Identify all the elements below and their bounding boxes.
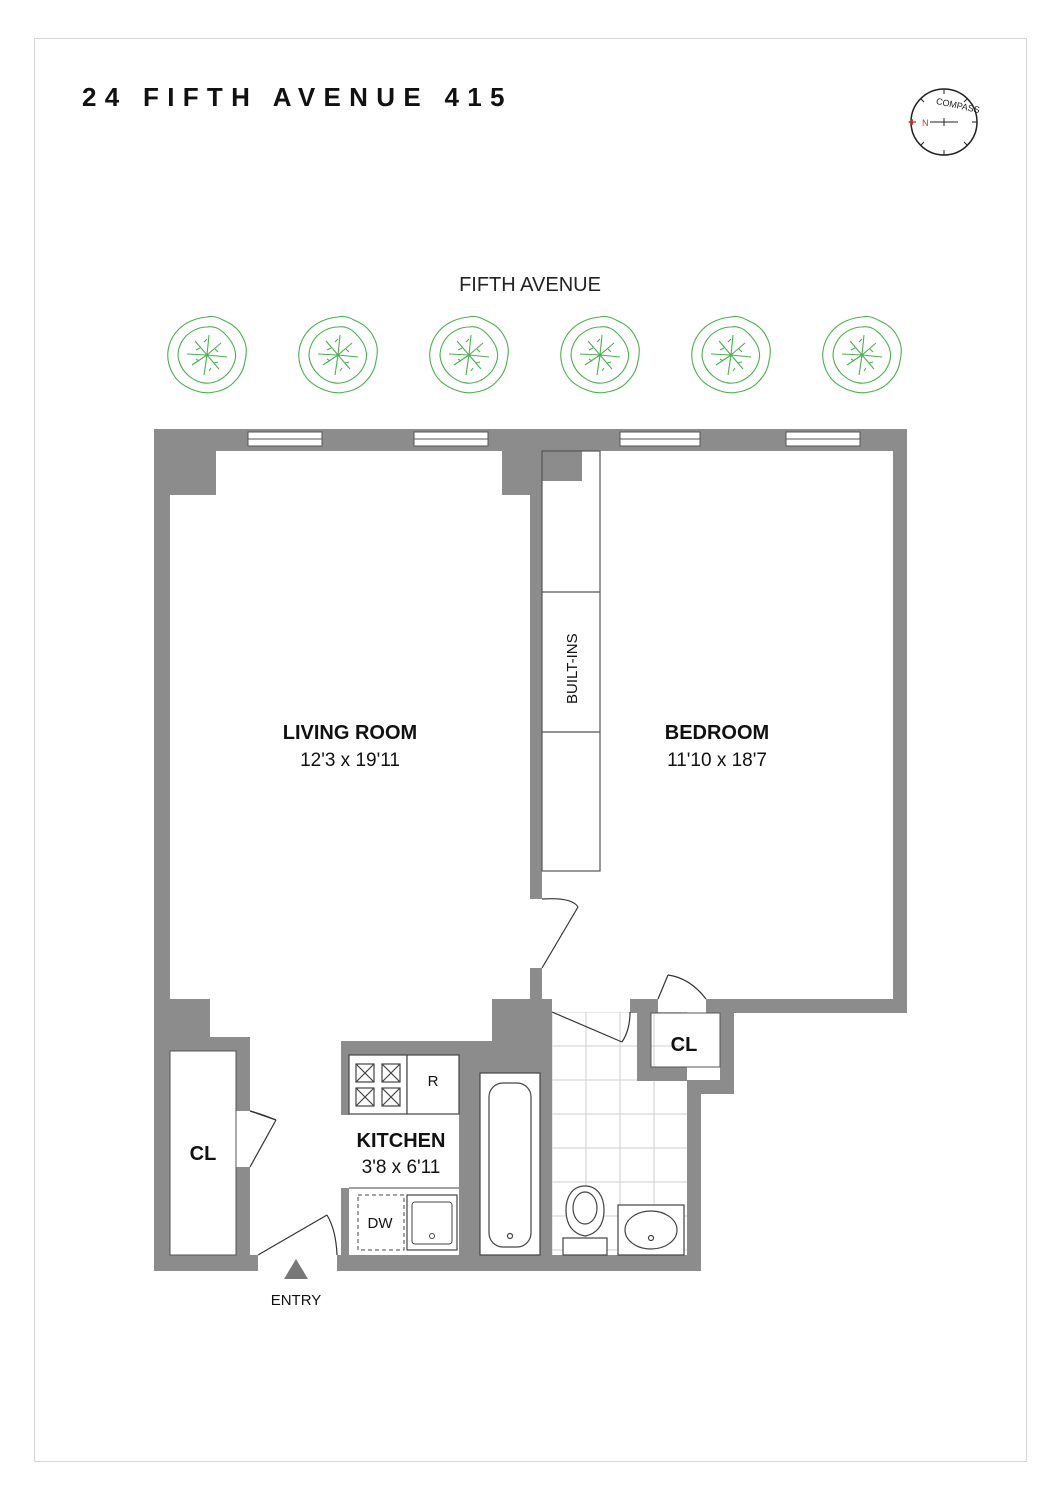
tree-icon (560, 315, 640, 394)
tree-icon (822, 315, 902, 394)
closet-right-label: CL (671, 1034, 698, 1056)
windows (247, 431, 861, 447)
tree-icon (691, 315, 771, 394)
bedroom-name: BEDROOM (665, 722, 769, 744)
dishwasher-icon (357, 1194, 405, 1251)
entry-label: ENTRY (271, 1292, 322, 1309)
closet-left-label: CL (190, 1143, 217, 1165)
bedroom-dims: 11'10 x 18'7 (667, 750, 767, 771)
kitchen-sink-icon (406, 1194, 458, 1251)
kitchen-appliances (348, 1054, 460, 1251)
kitchen-dims: 3'8 x 6'11 (362, 1157, 441, 1178)
entry-arrow-icon (284, 1259, 308, 1279)
builtins-cabinet (541, 450, 601, 872)
kitchen-name: KITCHEN (357, 1130, 446, 1152)
closet-right (650, 1012, 721, 1068)
builtins-label: BUILT-INS (564, 633, 581, 704)
living-room-dims: 12'3 x 19'11 (300, 750, 400, 771)
closet-left (169, 1050, 237, 1256)
refrigerator-icon (406, 1054, 460, 1115)
page-frame (34, 38, 1027, 1462)
doors (249, 898, 707, 1256)
tree-icon (167, 315, 247, 394)
tree-row (167, 315, 902, 394)
compass-icon: N COMPASS (908, 88, 981, 156)
compass-north-label: N (922, 118, 929, 128)
tree-icon (298, 315, 378, 394)
dishwasher-label: DW (368, 1215, 394, 1232)
tree-icon (429, 315, 509, 394)
toilet-icon (562, 1185, 608, 1256)
walls (154, 429, 907, 1271)
living-room-name: LIVING ROOM (283, 722, 417, 744)
street-label: FIFTH AVENUE (459, 274, 601, 296)
refrigerator-label: R (428, 1073, 439, 1090)
bathroom-fixtures (479, 1072, 685, 1256)
plan-title: 24 FIFTH AVENUE 415 (82, 82, 513, 112)
bathroom-sink-icon (617, 1204, 685, 1256)
